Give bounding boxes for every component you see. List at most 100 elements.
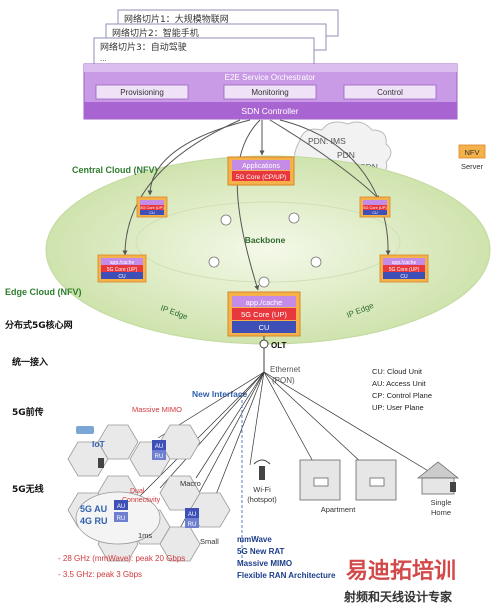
sdn-controller-label: SDN Controller	[241, 106, 298, 116]
right-big-cu: CU	[400, 274, 408, 280]
wifi-hotspot-label: (hotspot)	[247, 495, 277, 504]
legend-up: UP: User Plane	[372, 403, 424, 412]
slice-3-label: 网络切片3：自动驾驶	[100, 41, 187, 53]
router-icon	[258, 276, 270, 288]
side-label-core: 分布式5G核心网	[5, 319, 73, 331]
nfv-server-caption: Server	[461, 162, 484, 171]
au-ru-mimo: AU RU	[152, 440, 166, 460]
feature-flexible-ran: Flexible RAN Architecture	[237, 571, 336, 580]
backbone-routers	[208, 212, 322, 288]
mini-node-right-big: app./cache 5G Core (UP) CU	[379, 254, 429, 283]
left-small-cu: CU	[149, 211, 155, 215]
au-label-3: AU	[117, 504, 125, 510]
au-ru-macro: AU RU	[185, 508, 199, 528]
nfv-badge: NFV	[465, 148, 480, 157]
router-icon	[208, 256, 220, 268]
feature-mmwave: mmWave	[237, 535, 272, 544]
network-slices: 网络切片1：大规模物联网 网络切片2：智能手机 网络切片3：自动驾驶 ...	[93, 9, 339, 65]
router-icon	[288, 212, 300, 224]
au-label-2: AU	[188, 512, 196, 518]
latency-label: 1ms	[138, 531, 152, 540]
single-home-label-2: Home	[431, 508, 451, 517]
watermark-sub: 射频和天线设计专家	[343, 589, 453, 604]
left-small-core: 5G Core (UP)	[140, 206, 164, 210]
olt-node: OLT	[259, 336, 287, 372]
orchestrator-title: E2E Service Orchestrator	[225, 73, 316, 82]
central-app-label: Applications	[242, 163, 280, 170]
mini-node-right-small: 5G Core (UP) CU	[359, 196, 391, 218]
edge-core-label: 5G Core (UP)	[241, 310, 287, 319]
spectrum-line-1: - 28 GHz (mmWave): peak 20 Gbps	[58, 554, 185, 563]
edge-app-label: app./cache	[246, 298, 283, 307]
single-home-label-1: Single	[431, 498, 452, 507]
side-label-radio: 5G无线	[12, 483, 44, 495]
slice-1-label: 网络切片1：大规模物联网	[124, 13, 229, 25]
central-cloud-label: Central Cloud (NFV)	[72, 165, 158, 175]
abbreviation-legend: CU: Cloud Unit AU: Access Unit CP: Contr…	[372, 367, 432, 412]
pdn-label-1: PDN	[337, 150, 355, 160]
massive-mimo-label: Massive MIMO	[132, 405, 182, 414]
e2e-orchestrator: E2E Service Orchestrator Provisioning Mo…	[83, 63, 458, 120]
au-ru-big: AU RU	[114, 500, 128, 522]
mini-node-left-big: app./cache 5G Core (UP) CU	[97, 254, 147, 283]
single-home	[416, 461, 460, 495]
apartment-buildings	[299, 459, 397, 501]
apartment-icon	[369, 477, 385, 487]
big-ru-label: 4G RU	[80, 516, 108, 526]
au-label-1: AU	[155, 444, 163, 450]
spectrum-line-2: - 3.5 GHz: peak 3 Gbps	[58, 570, 142, 579]
edge-cloud-label: Edge Cloud (NFV)	[5, 287, 82, 297]
central-core-label: 5G Core (CP/UP)	[236, 174, 287, 181]
car-icon	[76, 426, 94, 434]
ru-label-1: RU	[155, 454, 164, 460]
home-device-icon	[450, 482, 456, 492]
left-big-core: 5G Core (UP)	[107, 267, 138, 273]
apartment-icon	[313, 477, 329, 487]
apartment-label: Apartment	[321, 505, 357, 514]
right-small-cu: CU	[372, 211, 378, 215]
edge-cu-label: CU	[259, 323, 270, 332]
wifi-label: Wi-Fi	[253, 485, 271, 494]
provisioning-label: Provisioning	[120, 88, 164, 97]
monitoring-button[interactable]	[223, 84, 317, 100]
legend-cu: CU: Cloud Unit	[372, 367, 423, 376]
control-label: Control	[377, 88, 403, 97]
big-au-label: 5G AU	[80, 504, 107, 514]
dual-connectivity-label-1: Dual	[130, 488, 145, 495]
iot-label: IoT	[92, 439, 106, 449]
olt-label: OLT	[271, 341, 287, 350]
legend-cp: CP: Control Plane	[372, 391, 432, 400]
control-button[interactable]	[343, 84, 437, 100]
edge-core-node: app./cache 5G Core (UP) CU	[227, 291, 301, 337]
ethernet-label: Ethernet	[270, 365, 301, 374]
right-big-app: app./cache	[392, 260, 417, 266]
macro-label: Macro	[180, 479, 201, 488]
mini-node-left-small: 5G Core (UP) CU	[136, 196, 168, 218]
feature-massive-mimo: Massive MIMO	[237, 559, 292, 568]
phone-icon	[98, 458, 104, 468]
ethernet-pon-label: (PON)	[272, 376, 295, 385]
wifi-hotspot: Wi-Fi (hotspot)	[247, 459, 277, 504]
left-big-cu: CU	[118, 274, 126, 280]
small-cell-label: Small	[200, 537, 219, 546]
right-big-core: 5G Core (UP)	[389, 267, 420, 273]
backbone-label: Backbone	[245, 235, 286, 245]
provisioning-button[interactable]	[95, 84, 189, 100]
side-label-access: 统一接入	[12, 356, 48, 368]
legend-au: AU: Access Unit	[372, 379, 427, 388]
left-big-app: app./cache	[110, 260, 135, 266]
router-icon	[310, 256, 322, 268]
central-core-node: Applications 5G Core (CP/UP)	[227, 156, 295, 186]
router-icon	[220, 214, 232, 226]
side-label-fronthaul: 5G前传	[12, 406, 44, 418]
pdn-ims-label: PDN: IMS	[308, 136, 346, 146]
watermark: 易迪拓培训 射频和天线设计专家	[343, 558, 456, 604]
slice-more-label: ...	[100, 54, 107, 63]
ru-label-2: RU	[188, 522, 197, 528]
ru-label-3: RU	[117, 516, 126, 522]
nfv-server-legend: NFV Server	[458, 144, 486, 171]
monitoring-label: Monitoring	[251, 88, 288, 97]
watermark-main: 易迪拓培训	[346, 558, 456, 584]
right-small-core: 5G Core (UP)	[363, 206, 387, 210]
